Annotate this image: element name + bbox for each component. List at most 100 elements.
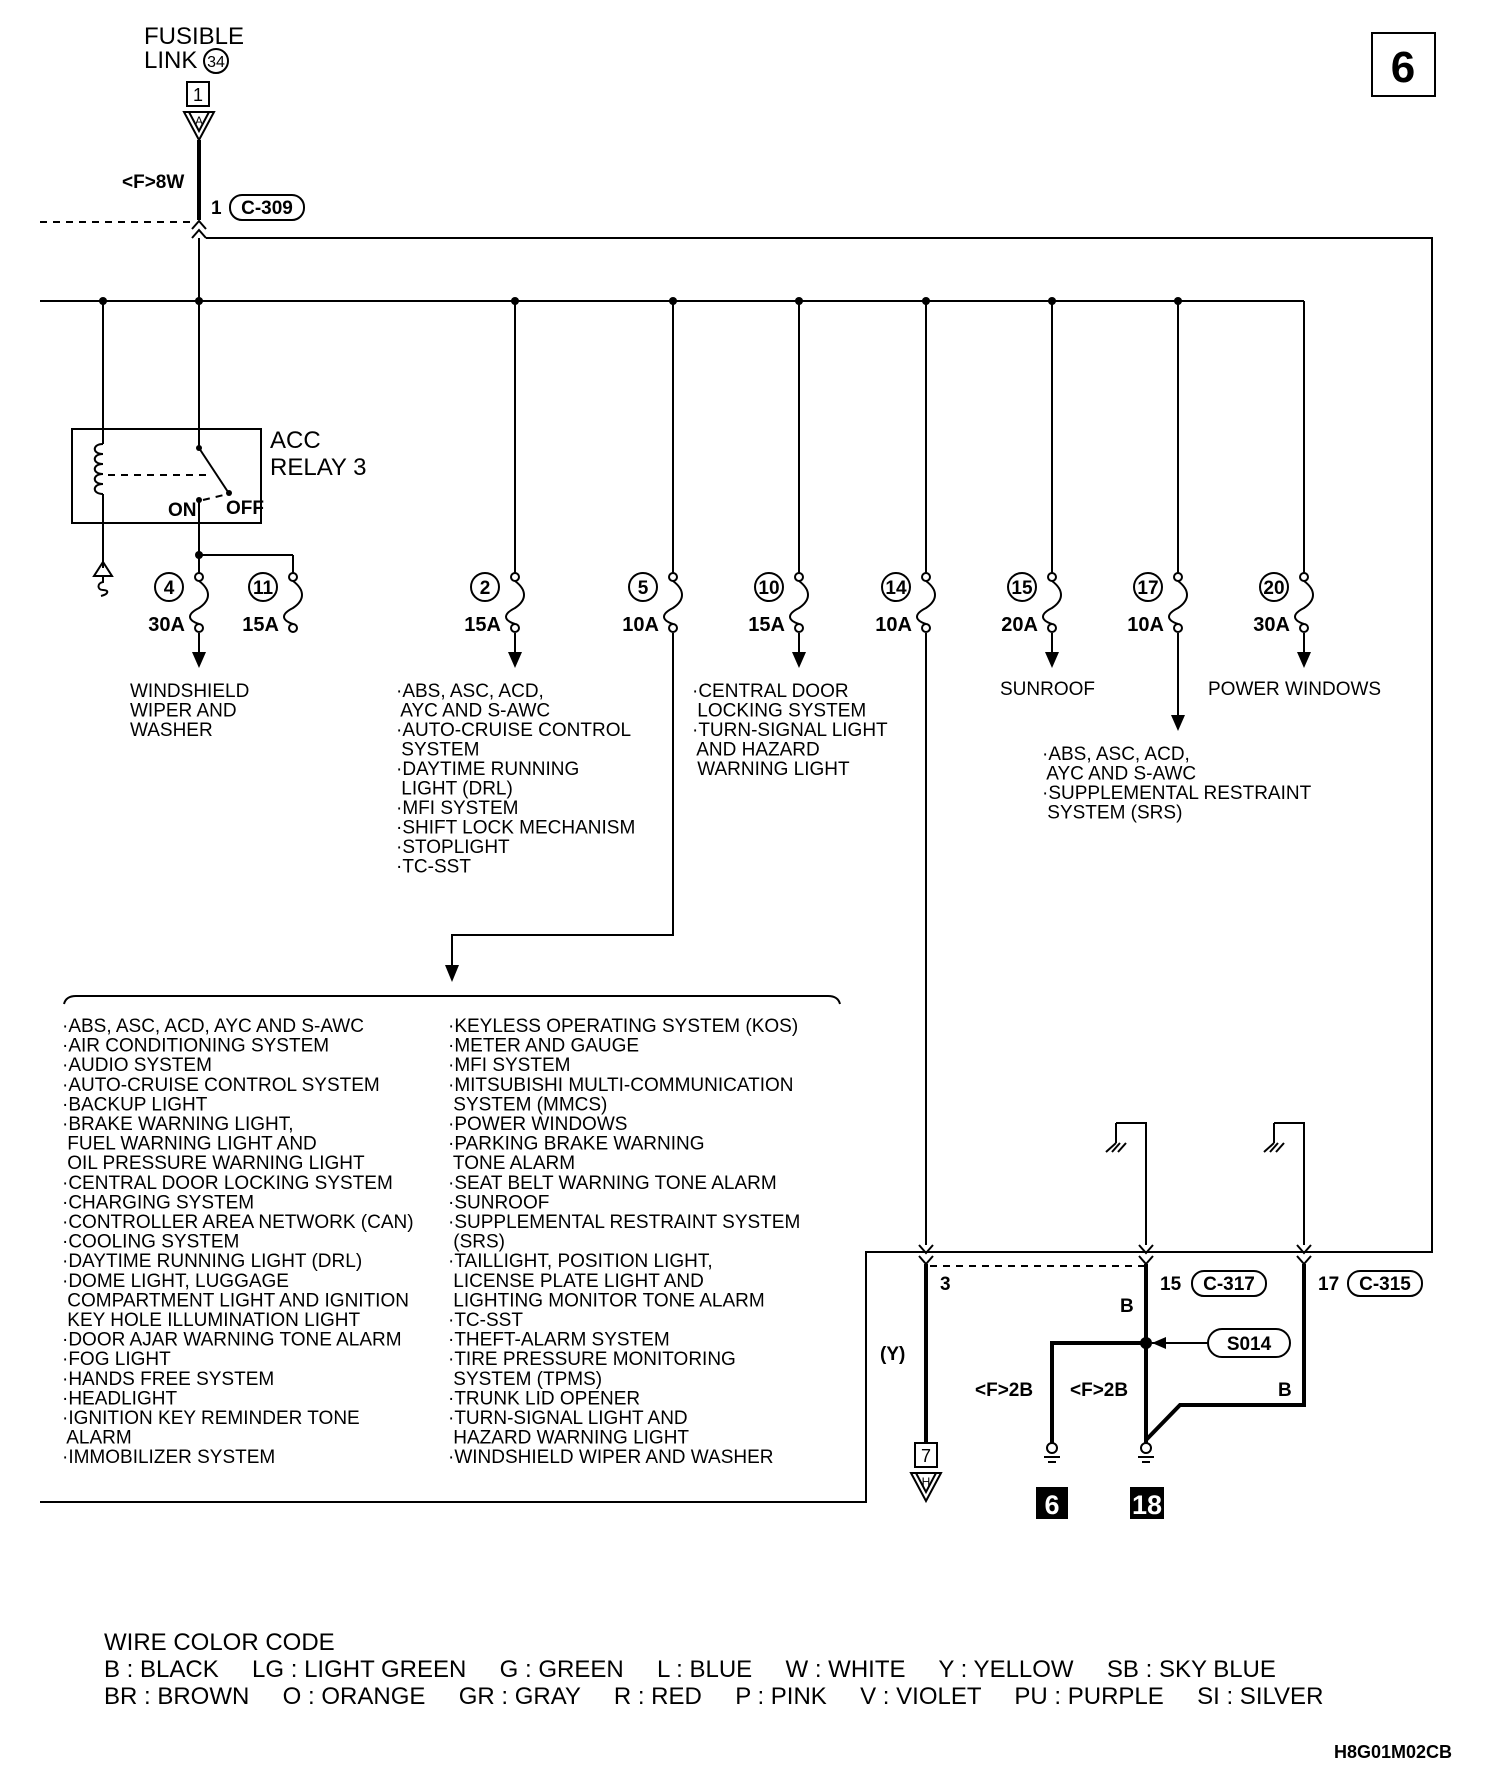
circuit-item: ·MITSUBISHI MULTI-COMMUNICATION <box>448 1075 794 1096</box>
circuit-item: LOCKING SYSTEM <box>692 701 866 722</box>
circuit-item: KEY HOLE ILLUMINATION LIGHT <box>62 1310 360 1331</box>
circuit-list-fuse-17: ·ABS, ASC, ACD, AYC AND S-AWC·SUPPLEMENT… <box>1042 744 1312 824</box>
circuit-item: ·AUDIO SYSTEM <box>62 1055 212 1076</box>
circuit-item: LIGHTING MONITOR TONE ALARM <box>448 1290 765 1311</box>
circuit-item: ·THEFT-ALARM SYSTEM <box>448 1330 670 1351</box>
circuit-item: ·TC-SST <box>448 1310 523 1331</box>
c317-connector: C-317 <box>1203 1274 1255 1295</box>
fuse-amperage: 10A <box>1127 614 1164 636</box>
wire-color-y: (Y) <box>880 1344 905 1365</box>
s014-box <box>1207 1328 1291 1358</box>
circuit-item: WARNING LIGHT <box>692 759 850 780</box>
circuit-item: WIPER AND <box>130 701 237 722</box>
fuse-number: 5 <box>638 578 649 599</box>
circuit-item: AYC AND S-AWC <box>396 701 550 722</box>
ground-terminal-18-icon <box>1138 1442 1154 1463</box>
wire-color-code-row-1: B : BLACK LG : LIGHT GREEN G : GREEN L :… <box>104 1656 1276 1683</box>
ground-18-badge <box>1130 1487 1164 1519</box>
fuse-amperage: 15A <box>464 614 501 636</box>
ground-terminal-6-icon <box>1044 1442 1060 1463</box>
circuit-list-fuse-10: ·CENTRAL DOOR LOCKING SYSTEM·TURN-SIGNAL… <box>692 681 888 780</box>
circuit-list-bracket <box>63 995 841 1005</box>
ground-6: 6 <box>1044 1490 1059 1520</box>
relay-on-label: ON <box>168 500 197 521</box>
fuse-17: 17 10A <box>1127 301 1188 636</box>
wire-color-b-1: B <box>1120 1296 1134 1317</box>
fuse-number: 4 <box>164 578 175 599</box>
fusible-link-number-circle <box>203 48 229 74</box>
circuit-item: ·CONTROLLER AREA NETWORK (CAN) <box>62 1212 414 1233</box>
relay-off-label: OFF <box>226 498 264 519</box>
terminal-7: 7 <box>921 1446 931 1466</box>
pin-15: 15 <box>1160 1274 1182 1295</box>
circuit-item: ·TC-SST <box>396 857 471 878</box>
circuit-item: ·DAYTIME RUNNING <box>396 759 579 780</box>
fusible-link-connector-arrow <box>182 111 216 143</box>
fusible-link-terminal: 1 <box>193 85 203 105</box>
wire-color-code-row-2: BR : BROWN O : ORANGE GR : GRAY R : RED … <box>104 1683 1323 1710</box>
circuit-item: ·METER AND GAUGE <box>448 1036 639 1057</box>
pin-3: 3 <box>940 1274 951 1295</box>
fusible-link-connector-letter: A <box>195 114 203 128</box>
main-feed-pin: 1 <box>211 198 222 219</box>
c309-box <box>229 194 305 221</box>
wire-color-b-2: B <box>1278 1380 1292 1401</box>
circuit-item: (SRS) <box>448 1232 505 1253</box>
fuse-amperage: 10A <box>622 614 659 636</box>
circuit-item: ·SHIFT LOCK MECHANISM <box>396 818 635 839</box>
circuit-item: POWER WINDOWS <box>1208 679 1381 700</box>
circuit-item: OIL PRESSURE WARNING LIGHT <box>62 1153 365 1174</box>
circuit-item: ·AUTO-CRUISE CONTROL <box>396 720 631 741</box>
circuit-item: ·TRUNK LID OPENER <box>448 1388 640 1409</box>
wire-f2b-left: <F>2B <box>975 1380 1033 1401</box>
circuit-item: FUEL WARNING LIGHT AND <box>62 1134 317 1155</box>
fusible-link-label-2: LINK <box>144 47 197 74</box>
fuse-number: 11 <box>253 578 274 599</box>
circuit-item: AYC AND S-AWC <box>1042 764 1196 785</box>
circuit-item: WINDSHIELD <box>130 681 249 702</box>
circuit-item: ·DOME LIGHT, LUGGAGE <box>62 1271 289 1292</box>
acc-relay-3-box <box>71 428 262 524</box>
fuse-number: 15 <box>1011 578 1033 599</box>
circuit-item: ·ABS, ASC, ACD, <box>1042 744 1190 765</box>
fuse-5: 5 10A <box>622 301 683 636</box>
fuse-number: 10 <box>758 578 779 599</box>
ground-6-badge <box>1036 1487 1068 1519</box>
fuse-number: 14 <box>885 578 907 599</box>
circuit-item: ·TURN-SIGNAL LIGHT <box>692 720 888 741</box>
c317-pin15-mark <box>1138 1244 1154 1266</box>
fuse-number: 20 <box>1263 578 1284 599</box>
circuit-list-fuse-2: ·ABS, ASC, ACD, AYC AND S-AWC·AUTO-CRUIS… <box>396 681 635 878</box>
circuit-item: SUNROOF <box>1000 679 1095 700</box>
circuit-item: ·IMMOBILIZER SYSTEM <box>62 1447 275 1468</box>
circuit-item: ·ABS, ASC, ACD, <box>396 681 544 702</box>
circuit-item: WASHER <box>130 720 213 741</box>
circuit-item: ·COOLING SYSTEM <box>62 1232 239 1253</box>
circuit-item: ·BRAKE WARNING LIGHT, <box>62 1114 294 1135</box>
circuit-item: ·TAILLIGHT, POSITION LIGHT, <box>448 1251 713 1272</box>
c309-connector-mark <box>191 219 207 239</box>
circuit-item: ·TIRE PRESSURE MONITORING <box>448 1349 736 1370</box>
fuse-number: 17 <box>1137 578 1158 599</box>
fuse-amperage: 15A <box>242 614 279 636</box>
circuit-item: SYSTEM (TPMS) <box>448 1369 602 1390</box>
fuse-number: 2 <box>480 578 491 599</box>
circuit-item: ·IGNITION KEY REMINDER TONE <box>62 1408 360 1429</box>
circuit-item: ·DOOR AJAR WARNING TONE ALARM <box>62 1330 402 1351</box>
circuit-list-fuse-20: POWER WINDOWS <box>1208 679 1381 700</box>
fusible-link-terminal-box <box>186 81 210 107</box>
circuit-item: ·HEADLIGHT <box>62 1388 177 1409</box>
circuit-item: ·WINDSHIELD WIPER AND WASHER <box>448 1447 774 1468</box>
fuse-amperage: 30A <box>1253 614 1290 636</box>
ground-symbol-c317 <box>1105 1122 1147 1245</box>
circuit-item: ·SUPPLEMENTAL RESTRAINT SYSTEM <box>448 1212 800 1233</box>
circuit-item: ·HANDS FREE SYSTEM <box>62 1369 274 1390</box>
acc-relay-name: ACC <box>270 427 321 454</box>
circuit-item: ·CHARGING SYSTEM <box>62 1192 254 1213</box>
circuit-item: TONE ALARM <box>448 1153 575 1174</box>
